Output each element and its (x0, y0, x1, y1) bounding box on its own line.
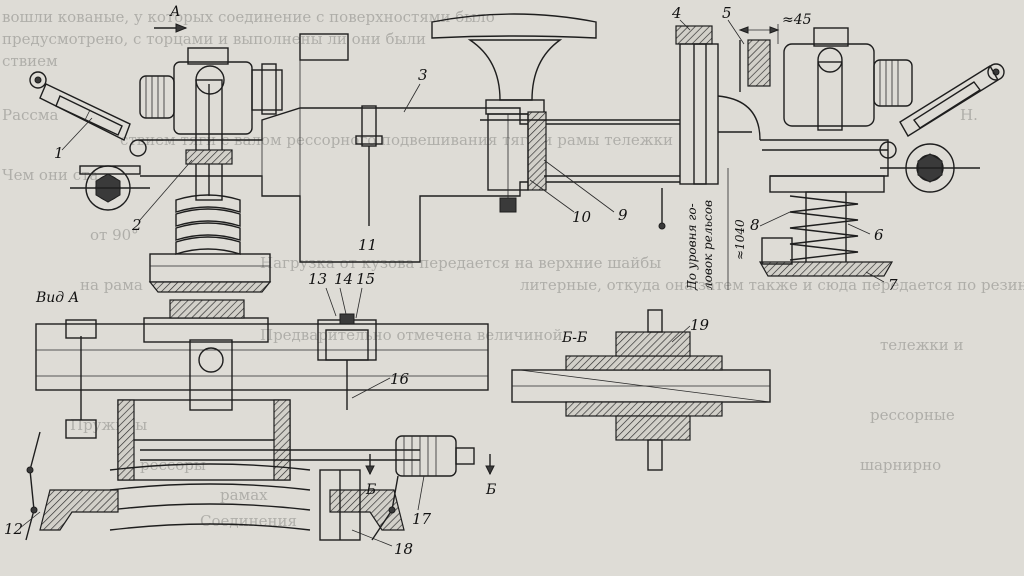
callout-10: 10 (572, 208, 592, 226)
bg-text-line: предусмотрено, с торцами и выполнены ли … (2, 30, 426, 48)
callout-13: 13 (308, 270, 327, 288)
section-label: Б-Б (561, 330, 587, 346)
right-coil-spring (758, 175, 894, 277)
callout-5: 5 (722, 4, 732, 22)
bg-text-line: Соединения (200, 512, 297, 530)
rail-level-note: До уровня го- ловок рельсов ≈1040 (685, 168, 747, 291)
callout-17: 17 (412, 510, 432, 528)
height-dimension: ≈1040 (733, 219, 747, 260)
callout-4: 4 (671, 4, 682, 22)
callout-numbers: 1 2 3 4 5 6 7 8 9 10 11 12 13 14 15 16 1… (4, 4, 898, 558)
dimension-label: ≈45 (782, 12, 812, 28)
side-elevation-view: А До уровня го- ловок рельсов ≈1040 (29, 4, 1005, 293)
left-damper (29, 71, 147, 157)
bg-text-line: вошли кованые, у которых соединение с по… (2, 8, 495, 26)
cut-mark-b-right: Б (485, 482, 496, 498)
frame-beam (140, 33, 680, 263)
bg-text-line: от 90° (90, 226, 139, 244)
callout-18: 18 (394, 540, 413, 558)
bg-text-line: шарнирно (860, 456, 941, 474)
pin-11 (355, 105, 383, 226)
rail-note-line-2: ловок рельсов (701, 200, 715, 290)
bg-text-line: литерные, откуда она затем также и сюда … (520, 276, 1024, 294)
bg-text-line: Чем они ста (2, 166, 98, 184)
right-axle-end (880, 143, 980, 193)
centre-pivot (431, 13, 680, 213)
left-spring-stack (148, 194, 272, 293)
right-top-bellows (783, 27, 913, 131)
callout-12: 12 (4, 520, 23, 538)
callout-6: 6 (874, 226, 884, 244)
bg-text-line: рессорные (870, 406, 955, 424)
bg-text-line: тележки и (880, 336, 964, 354)
view-a-label: Вид А (35, 290, 79, 306)
callout-2: 2 (131, 216, 142, 234)
dimension-45 (738, 24, 780, 44)
bg-text-line: рамах (220, 486, 268, 504)
view-a-plan: Вид А (25, 290, 496, 541)
bg-text-line: Нагрузка от кузова передается на верхние… (260, 254, 661, 272)
bg-text-line: Рассма (2, 106, 59, 124)
callout-14: 14 (334, 270, 353, 288)
callout-16: 16 (390, 370, 410, 388)
callout-19: 19 (690, 316, 710, 334)
view-arrow-a: А (154, 4, 188, 33)
callout-8: 8 (750, 216, 760, 234)
left-axle-end (70, 165, 150, 211)
right-damper (879, 63, 1005, 159)
left-top-bellows (139, 47, 283, 135)
bg-text-line: ствием (2, 52, 58, 70)
callout-11: 11 (358, 236, 377, 254)
callout-7: 7 (888, 276, 898, 294)
arrow-a-label: А (169, 4, 181, 20)
rail-note-line-1: До уровня го- (685, 203, 699, 291)
bg-text-line: Предварительно отмечена величиной (260, 326, 563, 344)
cut-mark-b-left: Б (365, 482, 376, 498)
bg-text-line: Н. (960, 106, 978, 124)
callout-9: 9 (618, 206, 628, 224)
callout-15: 15 (356, 270, 375, 288)
callout-1: 1 (54, 144, 64, 162)
callout-3: 3 (418, 66, 428, 84)
bg-text-line: на рама (80, 276, 143, 294)
section-b-b: Б-Б (511, 309, 771, 471)
